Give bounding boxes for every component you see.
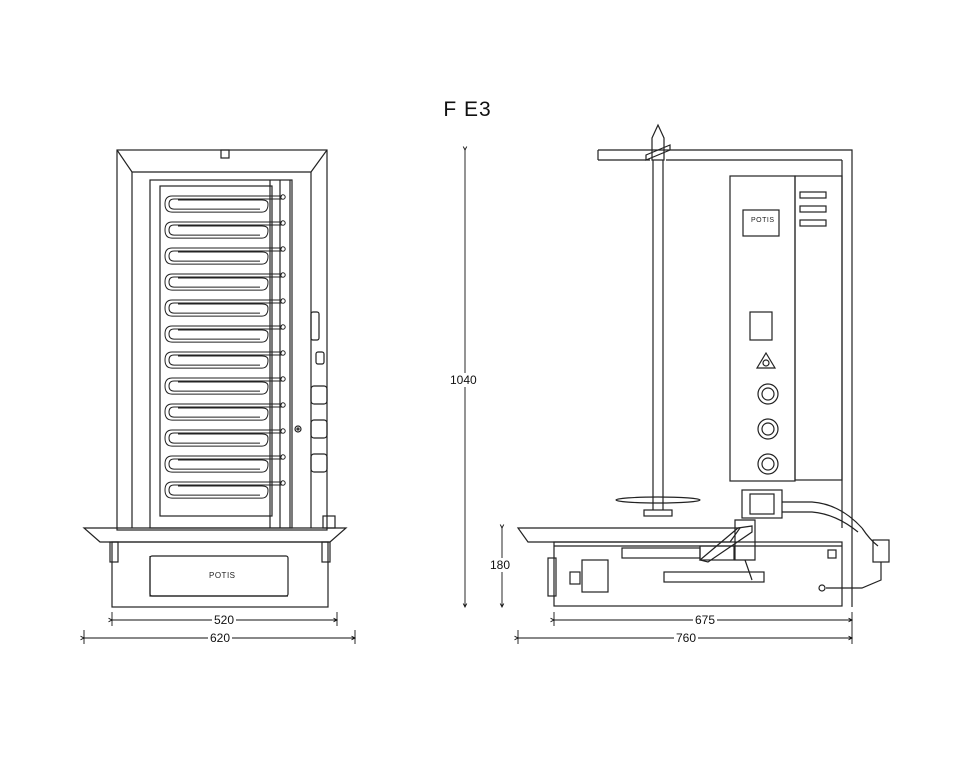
heating-coil bbox=[164, 247, 282, 265]
heating-coil-inner bbox=[168, 354, 282, 366]
coil-terminal bbox=[280, 402, 286, 408]
coil-terminal bbox=[280, 298, 286, 304]
heating-coil-inner bbox=[168, 328, 282, 340]
coil-terminal bbox=[280, 272, 286, 278]
heating-coil bbox=[164, 299, 282, 317]
coil-terminal bbox=[280, 246, 286, 252]
heating-coil bbox=[164, 195, 282, 213]
heating-coil-inner bbox=[168, 406, 282, 418]
front-view bbox=[82, 149, 348, 608]
heating-coil-inner bbox=[168, 302, 282, 314]
coil-terminal bbox=[280, 350, 286, 356]
heating-coil-inner bbox=[168, 458, 282, 470]
coil-terminal bbox=[280, 376, 286, 382]
side-view bbox=[516, 123, 890, 607]
dim-side-outer-depth: 760 bbox=[674, 631, 699, 645]
dim-side-inner-depth: 675 bbox=[693, 613, 718, 627]
heating-coil-inner bbox=[168, 484, 282, 496]
heating-coil bbox=[164, 377, 282, 395]
dim-front-inner-width: 520 bbox=[212, 613, 237, 627]
heating-coil bbox=[164, 481, 282, 499]
side-brand-label: POTIS bbox=[751, 217, 775, 224]
heating-coil-inner bbox=[168, 276, 282, 288]
heating-coil-inner bbox=[168, 224, 282, 236]
heating-coil bbox=[164, 403, 282, 421]
heating-coil bbox=[164, 351, 282, 369]
coil-terminal bbox=[280, 324, 286, 330]
dimension-lines bbox=[84, 150, 852, 644]
heating-coil-inner bbox=[168, 198, 282, 210]
heating-coil-inner bbox=[168, 250, 282, 262]
coil-terminal bbox=[280, 428, 286, 434]
coil-terminal bbox=[280, 220, 286, 226]
heating-coil bbox=[164, 325, 282, 343]
dim-height-total: 1040 bbox=[448, 373, 479, 387]
heating-coil bbox=[164, 221, 282, 239]
model-title: F E3 bbox=[443, 98, 492, 121]
heating-coil-inner bbox=[168, 380, 282, 392]
coil-terminal bbox=[280, 454, 286, 460]
heating-coil bbox=[164, 455, 282, 473]
coil-terminal bbox=[280, 480, 286, 486]
front-outer-frame bbox=[116, 149, 328, 531]
dim-front-outer-width: 620 bbox=[208, 631, 233, 645]
heating-coil bbox=[164, 273, 282, 291]
heating-coil bbox=[164, 429, 282, 447]
dim-base-height: 180 bbox=[488, 558, 513, 572]
heating-coil-inner bbox=[168, 432, 282, 444]
heating-elements bbox=[164, 194, 286, 499]
coil-terminal bbox=[280, 194, 286, 200]
front-brand-label: POTIS bbox=[209, 571, 236, 580]
